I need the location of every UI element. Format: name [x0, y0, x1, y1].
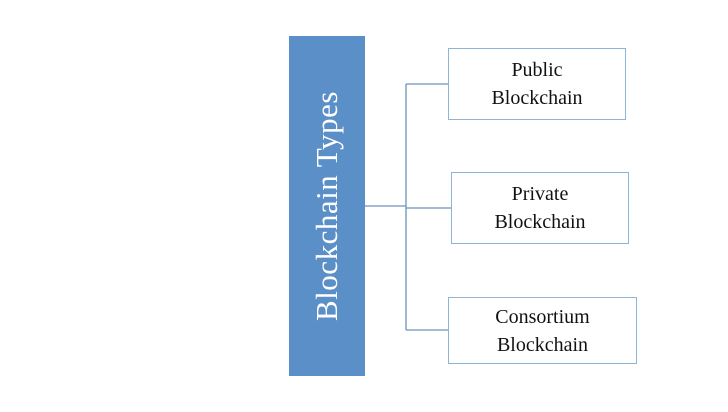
node-label-line1: Private	[511, 183, 569, 205]
node-consortium-blockchain: Consortium Blockchain	[448, 297, 637, 364]
node-public-blockchain: Public Blockchain	[448, 48, 626, 120]
node-label-line1: Consortium	[495, 305, 590, 328]
node-label-line1: Public	[511, 59, 563, 81]
root-label: Blockchain Types	[309, 91, 344, 321]
node-private-blockchain: Private Blockchain	[451, 172, 629, 244]
root-node: Blockchain Types	[289, 36, 365, 376]
node-label-line2: Blockchain	[494, 211, 586, 233]
node-label-line2: Blockchain	[491, 87, 583, 109]
node-label-line2: Blockchain	[496, 333, 589, 356]
